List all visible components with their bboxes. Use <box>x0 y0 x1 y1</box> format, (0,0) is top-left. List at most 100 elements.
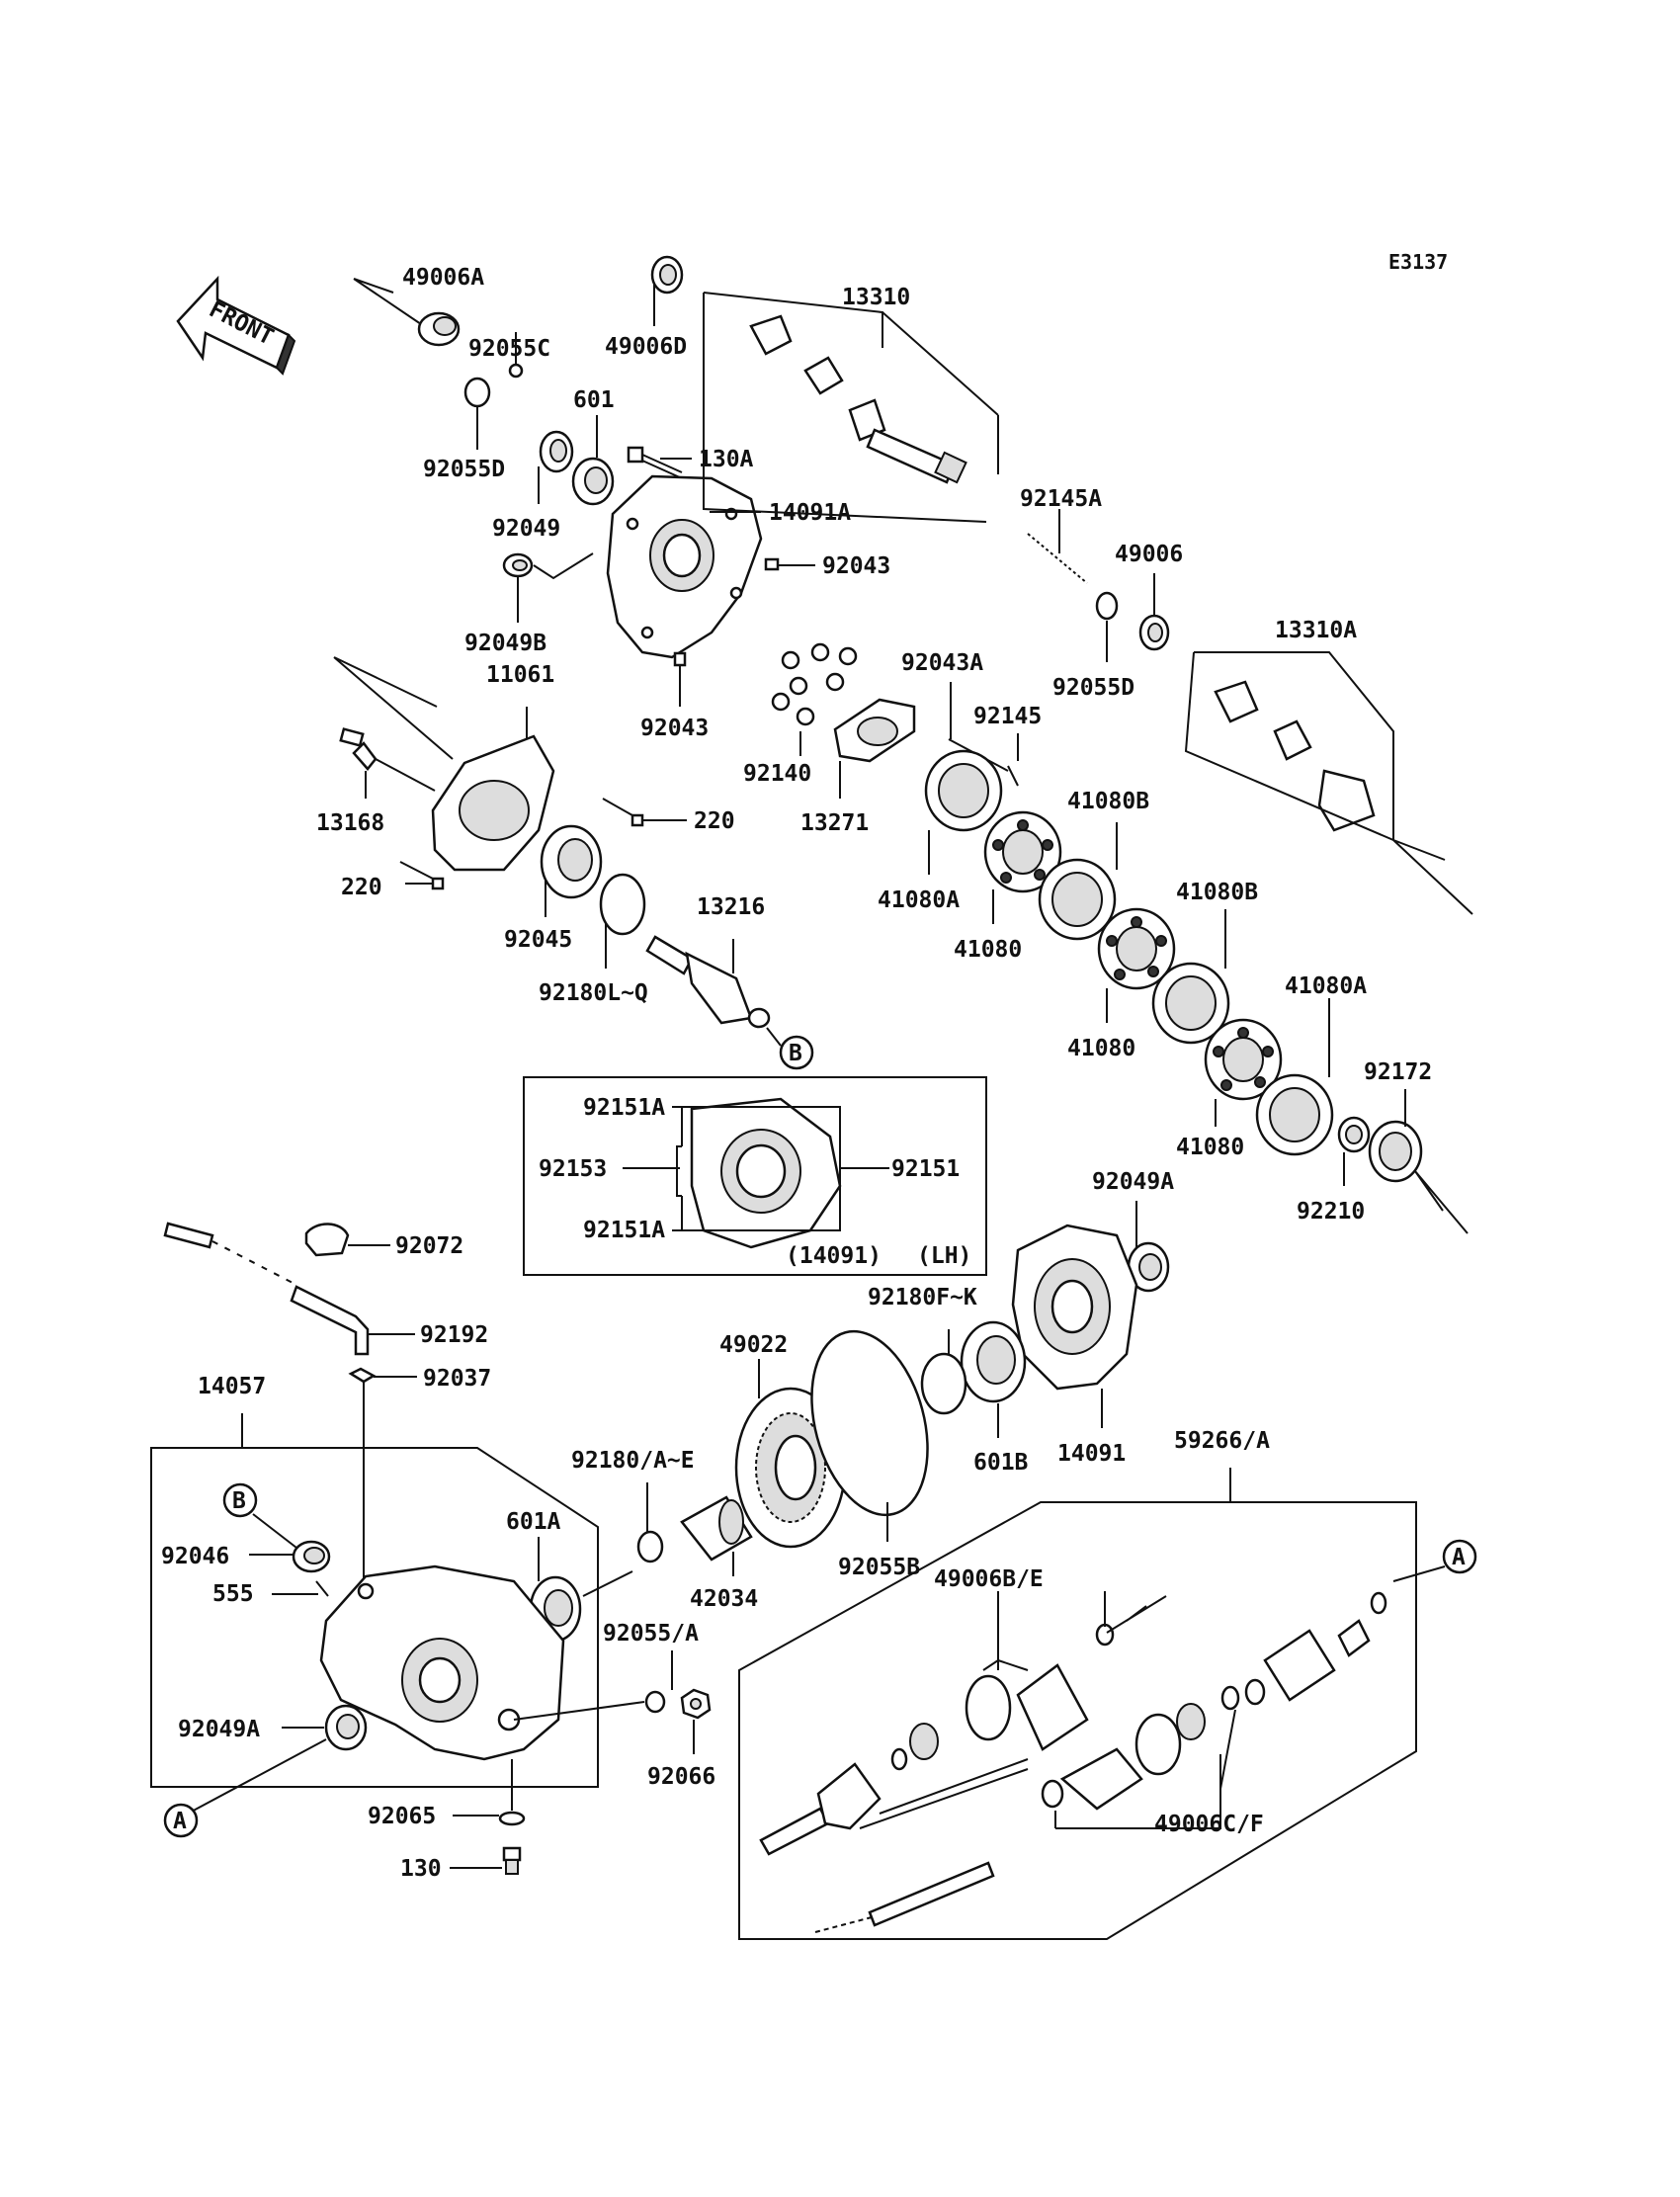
label-11061: 11061 <box>486 662 554 688</box>
callout-a-left-text: A <box>173 1809 187 1834</box>
label-41080-first: 41080 <box>954 937 1022 963</box>
pinion-gear-13216-part <box>645 935 771 1029</box>
label-92043A: 92043A <box>901 650 983 676</box>
seal-49006d-part <box>650 255 684 295</box>
label-92180L~Q: 92180L~Q <box>539 980 648 1006</box>
label-49006: 49006 <box>1115 542 1183 567</box>
label-92055/A: 92055/A <box>603 1621 699 1647</box>
shaft-13168-part <box>339 727 436 792</box>
shim-92180ae-part <box>636 1530 664 1563</box>
callout-a-right <box>1442 1539 1477 1574</box>
dowel-92043b-part <box>673 651 687 667</box>
callout-b-lower-text: B <box>232 1488 246 1514</box>
bearing-601-part <box>571 457 615 506</box>
label-92049: 92049 <box>492 516 560 542</box>
label-49022: 49022 <box>719 1332 788 1358</box>
callout-b-upper-text: B <box>789 1041 802 1066</box>
friction-plate-41080-second-part <box>1097 907 1176 990</box>
label-41080A-upper: 41080A <box>878 887 960 913</box>
o-ring-92055c-part <box>508 363 524 379</box>
cam-13271-part <box>833 698 916 763</box>
hose-92192-part <box>290 1285 370 1356</box>
label-92049A-upper: 92049A <box>1092 1169 1174 1195</box>
label-92151: 92151 <box>891 1156 960 1182</box>
label-14057: 14057 <box>198 1374 266 1399</box>
drive-shaft-assembly-part <box>759 1591 1387 1933</box>
label-41080-third: 41080 <box>1176 1135 1244 1160</box>
label-92180F~K: 92180F~K <box>868 1285 977 1310</box>
label-41080A-lower: 41080A <box>1285 973 1367 999</box>
oil-seal-92049a-upper-part <box>1127 1241 1170 1293</box>
label-601B: 601B <box>973 1450 1029 1476</box>
friction-plate-41080a-upper-part <box>924 749 1003 832</box>
label-41080-second: 41080 <box>1067 1036 1135 1061</box>
label-13168: 13168 <box>316 810 384 836</box>
label-92153: 92153 <box>539 1156 607 1182</box>
oil-seal-92049a-lower-part <box>324 1704 368 1751</box>
case-14091-lh-part <box>690 1097 842 1249</box>
label-92055D-right: 92055D <box>1052 675 1134 701</box>
label-92043-lower: 92043 <box>640 716 709 741</box>
steel-plate-41080a-lower-part <box>1255 1073 1334 1156</box>
label-92066: 92066 <box>647 1764 715 1790</box>
friction-plate-41080-third-part <box>1204 1018 1283 1101</box>
bearing-601b-part <box>960 1320 1027 1403</box>
pin-555-part <box>315 1580 329 1597</box>
label-49006C/F: 49006C/F <box>1154 1812 1264 1837</box>
oil-seal-92049-part <box>539 430 574 473</box>
steel-balls-92140-part <box>771 642 858 726</box>
drive-shaft-59266-group-box <box>738 1501 1417 1940</box>
bolt-220-right-part <box>630 813 644 827</box>
o-ring-92055d-part <box>463 377 491 408</box>
label-601: 601 <box>573 387 615 413</box>
breather-tube-end-part <box>163 1222 214 1249</box>
label-92049A-lower: 92049A <box>178 1717 260 1742</box>
label-601A: 601A <box>506 1509 561 1535</box>
label-13310: 13310 <box>842 285 910 310</box>
bearing-49006a-part <box>417 311 461 347</box>
shim-92180lq-part <box>599 873 646 936</box>
case-14091a-part <box>606 474 763 659</box>
spring-92145-part <box>1007 765 1019 787</box>
bolt-130-part <box>502 1846 522 1875</box>
label-92210: 92210 <box>1297 1199 1365 1225</box>
label-92072: 92072 <box>395 1233 463 1259</box>
inset-caption-number: (14091) <box>786 1243 882 1269</box>
gasket-92065-part <box>498 1811 526 1826</box>
seal-49006-part <box>1138 614 1170 651</box>
washer-92210-part <box>1337 1116 1371 1153</box>
differential-42034-part <box>680 1495 753 1562</box>
label-14091: 14091 <box>1057 1441 1126 1467</box>
case-14091-part <box>1011 1224 1138 1391</box>
callout-b-upper <box>779 1035 814 1070</box>
label-92045: 92045 <box>504 927 572 953</box>
washer-92055a-part <box>644 1690 666 1714</box>
steel-plate-41080b-first-part <box>1038 858 1117 941</box>
plate-92172-part <box>1368 1120 1423 1183</box>
label-92037: 92037 <box>423 1366 491 1392</box>
dowel-92043a-part <box>764 557 780 571</box>
bearing-92046-part <box>292 1540 331 1573</box>
housing-14057-group-box <box>150 1447 599 1788</box>
label-13271: 13271 <box>800 810 869 836</box>
label-92140: 92140 <box>743 761 811 787</box>
label-41080B-second: 41080B <box>1176 880 1258 905</box>
label-41080B-first: 41080B <box>1067 789 1149 814</box>
label-92046: 92046 <box>161 1544 229 1569</box>
cover-11061-part <box>431 734 555 872</box>
bolt-130a-part <box>627 446 683 479</box>
bearing-92045-part <box>540 824 603 899</box>
spring-92145a-part <box>1027 533 1088 584</box>
label-13310A: 13310A <box>1275 618 1357 643</box>
label-92145: 92145 <box>973 704 1042 729</box>
label-49006D: 49006D <box>605 334 687 360</box>
callout-b-lower <box>222 1482 258 1518</box>
label-92055D: 92055D <box>423 457 505 482</box>
oil-seal-92049b-part <box>502 552 534 578</box>
inset-box-14091-lh <box>523 1076 987 1276</box>
label-220-right: 220 <box>694 808 735 834</box>
label-59266/A: 59266/A <box>1174 1428 1270 1454</box>
label-555: 555 <box>212 1581 254 1607</box>
label-92043-upper: 92043 <box>822 553 890 579</box>
